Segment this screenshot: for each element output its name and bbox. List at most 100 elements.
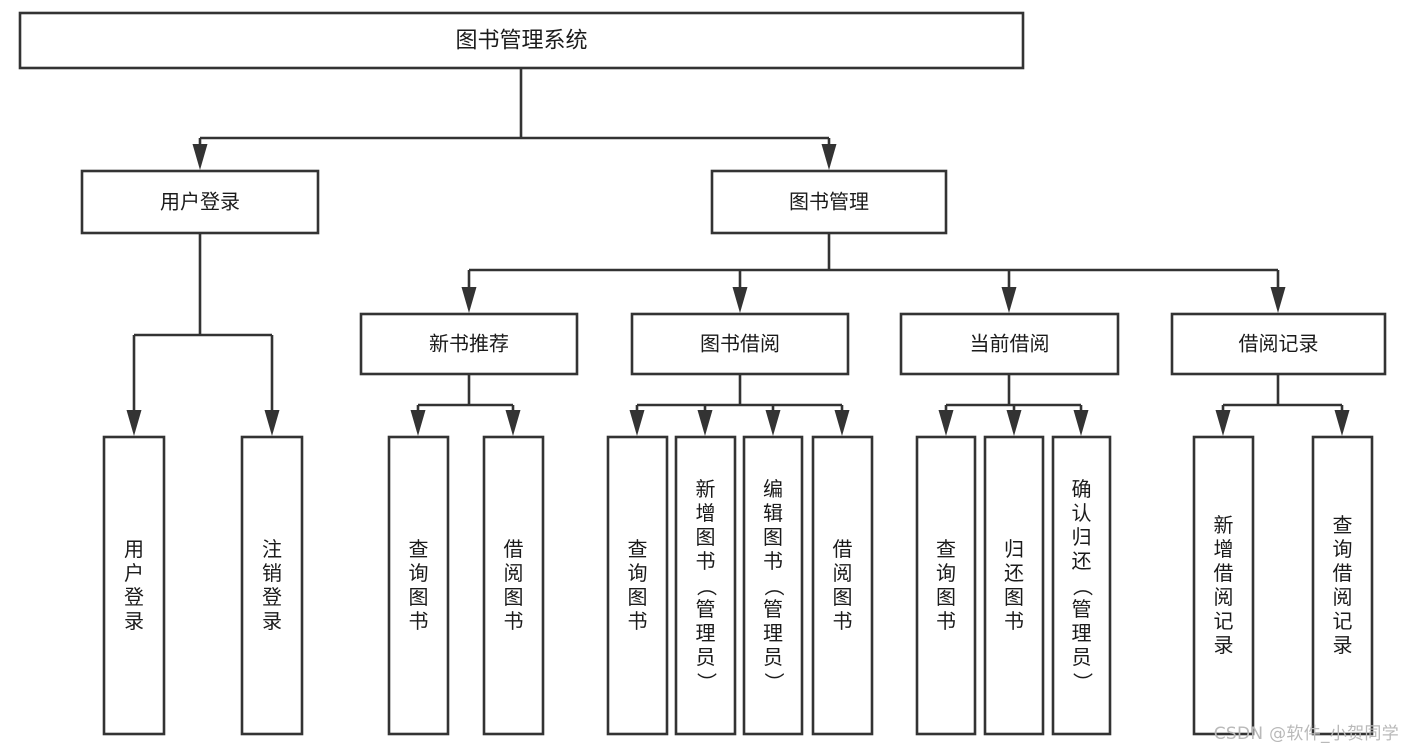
- node-label-char: 书: [1004, 609, 1024, 633]
- node-label-char: ）: [1071, 672, 1095, 692]
- node-label-char: ）: [762, 672, 786, 692]
- node-label-char: 登: [124, 585, 144, 609]
- node-label-char: 认: [1072, 501, 1092, 525]
- node-label-char: 管: [763, 597, 783, 621]
- node-box[interactable]: [1051, 435, 1112, 736]
- node-box[interactable]: [630, 312, 850, 376]
- node-label-char: 图: [833, 585, 853, 609]
- node-layer: 图书管理系统用户登录图书管理新书推荐图书借阅当前借阅借阅记录用户登录注销登录查询…: [18, 11, 1387, 736]
- watermark-label: CSDN @软件_小贺同学: [1213, 724, 1399, 744]
- node-box[interactable]: [674, 435, 737, 736]
- node-box[interactable]: [742, 435, 804, 736]
- node-book-manage[interactable]: 图书管理: [710, 169, 948, 235]
- node-label-char: 图: [696, 525, 716, 549]
- node-root[interactable]: 图书管理系统: [18, 11, 1025, 70]
- node-box[interactable]: [811, 435, 874, 736]
- node-box[interactable]: [606, 435, 669, 736]
- node-box[interactable]: [387, 435, 450, 736]
- node-label-char: 增: [1214, 537, 1234, 561]
- node-book-borrow[interactable]: 图书借阅: [630, 312, 850, 376]
- node-box[interactable]: [983, 435, 1045, 736]
- node-label-char: 辑: [763, 501, 783, 525]
- node-label-char: 理: [696, 621, 716, 645]
- connector-root: [192, 68, 837, 170]
- node-label-char: 记: [1214, 609, 1234, 633]
- node-box[interactable]: [80, 169, 320, 235]
- node-user-login[interactable]: 用户登录: [80, 169, 320, 235]
- node-label: 当前借阅: [970, 332, 1050, 356]
- node-label-char: 确: [1072, 477, 1092, 501]
- node-label-char: 阅: [504, 561, 524, 585]
- node-label-char: 询: [936, 561, 956, 585]
- connector-book-manage: [461, 233, 1286, 313]
- connector-new-book-recommend: [410, 374, 521, 436]
- node-label: 用户登录: [160, 190, 240, 214]
- node-box[interactable]: [482, 435, 545, 736]
- node-label-char: 书: [936, 609, 956, 633]
- node-label-char: ）: [695, 672, 719, 692]
- node-label-char: 员: [1072, 645, 1092, 669]
- node-label-char: 用: [124, 537, 144, 561]
- node-label-char: 书: [763, 549, 783, 573]
- node-label-char: 书: [833, 609, 853, 633]
- node-label-char: 书: [504, 609, 524, 633]
- node-label-char: 查: [409, 537, 429, 561]
- node-box[interactable]: [102, 435, 166, 736]
- node-label-char: 查: [1333, 513, 1353, 537]
- node-label-char: 归: [1004, 537, 1024, 561]
- node-box[interactable]: [1170, 312, 1387, 376]
- node-label-char: 图: [409, 585, 429, 609]
- connector-layer: [126, 68, 1350, 436]
- node-label-char: （: [1071, 576, 1095, 596]
- node-box[interactable]: [915, 435, 977, 736]
- node-label-char: 录: [124, 609, 144, 633]
- node-box[interactable]: [710, 169, 948, 235]
- connector-book-borrow: [629, 374, 850, 436]
- node-label-char: 图: [936, 585, 956, 609]
- connector-current-borrow: [938, 374, 1089, 436]
- node-label: 图书借阅: [700, 332, 780, 356]
- node-borrow-record[interactable]: 借阅记录: [1170, 312, 1387, 376]
- node-label-char: 管: [696, 597, 716, 621]
- node-label-char: 书: [628, 609, 648, 633]
- node-label-char: 阅: [1333, 585, 1353, 609]
- node-label-char: 借: [504, 537, 524, 561]
- node-label-char: （: [762, 576, 786, 596]
- node-label-char: 员: [763, 645, 783, 669]
- node-label-char: 编: [763, 477, 783, 501]
- connector-borrow-record: [1215, 374, 1350, 436]
- node-label-char: 录: [262, 609, 282, 633]
- node-label-char: 阅: [1214, 585, 1234, 609]
- node-current-borrow[interactable]: 当前借阅: [899, 312, 1120, 376]
- node-label-char: 图: [504, 585, 524, 609]
- node-box[interactable]: [1311, 435, 1374, 736]
- node-label-char: 书: [409, 609, 429, 633]
- node-box[interactable]: [1192, 435, 1255, 736]
- node-leaf-user-login[interactable]: 用户登录: [102, 435, 166, 736]
- node-box[interactable]: [240, 435, 304, 736]
- node-label-char: （: [695, 576, 719, 596]
- node-label-char: 查: [628, 537, 648, 561]
- node-box[interactable]: [18, 11, 1025, 70]
- node-label-char: 书: [696, 549, 716, 573]
- node-box[interactable]: [899, 312, 1120, 376]
- node-box[interactable]: [359, 312, 579, 376]
- node-label-char: 还: [1072, 549, 1092, 573]
- node-label-char: 借: [1333, 561, 1353, 585]
- node-label-char: 销: [262, 561, 282, 585]
- node-new-book-recommend[interactable]: 新书推荐: [359, 312, 579, 376]
- node-label: 图书管理: [789, 190, 869, 214]
